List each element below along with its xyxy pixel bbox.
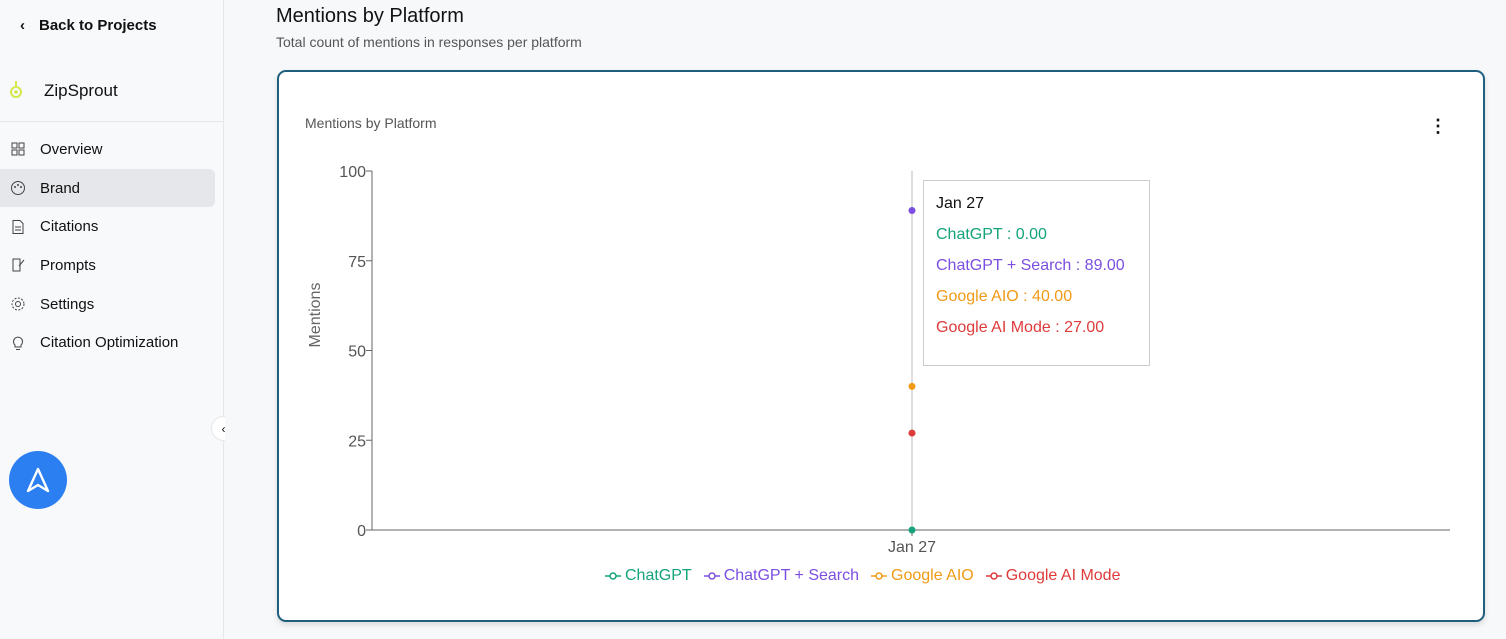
x-tick-label: Jan 27: [888, 539, 936, 556]
legend-line-icon: [605, 572, 621, 580]
chart-legend: ChatGPT ChatGPT + Search Google AIO Google …: [605, 567, 1120, 585]
sidebar-item-label: Prompts: [40, 256, 96, 274]
page-subtitle: Total count of mentions in responses per…: [276, 34, 582, 50]
sidebar-item-citations[interactable]: Citations: [0, 207, 215, 246]
palette-icon: [11, 181, 25, 196]
legend-label: Google AI Mode: [1005, 567, 1121, 584]
tooltip-row: Google AI Mode : 27.00: [936, 319, 1105, 336]
tooltip-row: Google AIO : 40.00: [936, 288, 1073, 305]
sidebar-item-label: Citation Optimization: [40, 334, 179, 352]
legend-label: Google AIO: [891, 567, 974, 584]
legend-line-icon: [703, 572, 720, 580]
legend-item[interactable]: Google AIO: [871, 567, 974, 585]
back-to-projects-link[interactable]: ‹Back to Projects: [20, 17, 157, 34]
tooltip-row: ChatGPT : 0.00: [936, 226, 1047, 243]
sidebar-item-brand[interactable]: Brand: [0, 168, 215, 208]
more-options-icon[interactable]: ⋮: [1429, 116, 1447, 136]
sidebar-item-label: Overview: [40, 140, 103, 158]
page-title: Mentions by Platform: [276, 5, 464, 27]
navigation-arrow-icon: [26, 467, 50, 493]
gear-icon: [11, 297, 25, 311]
sidebar-item-label: Settings: [40, 295, 95, 313]
data-point: [908, 526, 916, 534]
data-point: [908, 382, 916, 390]
data-point: [908, 429, 916, 437]
sidebar-item-label: Citations: [40, 218, 99, 236]
sidebar-item-label: Brand: [40, 179, 81, 197]
grid-icon: [11, 142, 25, 156]
sidebar-item-citation-optimization[interactable]: Citation Optimization: [0, 323, 215, 362]
y-tick-label: 50: [348, 344, 366, 361]
chevron-left-icon: ‹: [20, 17, 25, 34]
legend-item[interactable]: ChatGPT: [605, 567, 692, 585]
legend-label: ChatGPT + Search: [723, 567, 860, 584]
y-tick-label: 75: [348, 254, 366, 271]
legend-item[interactable]: ChatGPT + Search: [703, 567, 860, 585]
chart-title: Mentions by Platform: [305, 115, 437, 131]
sidebar-item-prompts[interactable]: Prompts: [0, 246, 215, 285]
y-tick-label: 0: [357, 523, 366, 540]
project-name: ZipSprout: [44, 81, 118, 100]
notebook-pen-icon: [12, 258, 25, 272]
divider: [0, 121, 223, 122]
sidebar-item-settings[interactable]: Settings: [0, 285, 215, 324]
sidebar-item-overview[interactable]: Overview: [0, 130, 215, 169]
chart-tooltip: Jan 27 ChatGPT : 0.00 ChatGPT + Search :…: [923, 180, 1150, 366]
document-icon: [12, 219, 24, 234]
legend-line-icon: [871, 572, 888, 580]
legend-item[interactable]: Google AI Mode: [985, 567, 1121, 585]
y-tick-label: 100: [339, 164, 366, 181]
data-point: [908, 206, 916, 214]
project-logo-icon: [10, 81, 22, 98]
tooltip-date: Jan 27: [936, 195, 985, 212]
y-tick-label: 25: [348, 433, 366, 450]
assistant-button[interactable]: [9, 451, 67, 509]
legend-label: ChatGPT: [625, 567, 692, 584]
project-header: ZipSprout: [8, 80, 118, 102]
lightbulb-icon: [13, 336, 23, 350]
y-axis-label: Mentions: [307, 283, 324, 348]
legend-line-icon: [985, 572, 1002, 580]
tooltip-row: ChatGPT + Search : 89.00: [936, 257, 1125, 274]
